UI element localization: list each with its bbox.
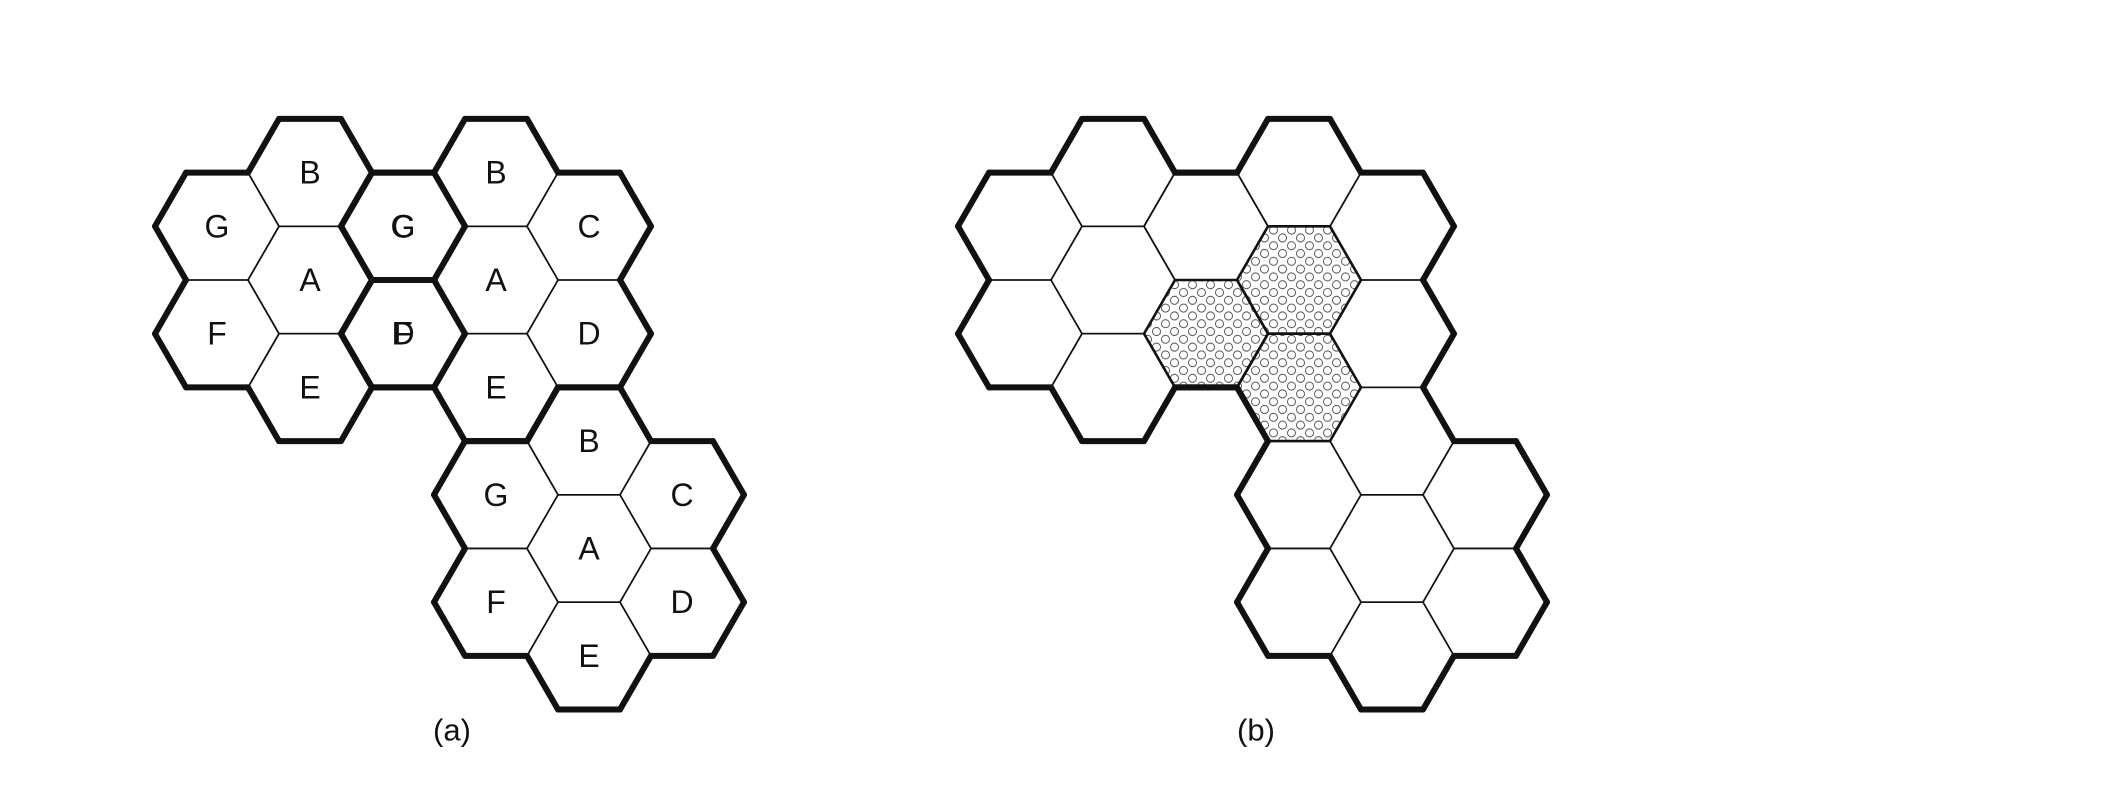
figure-a-caption: (a) bbox=[433, 713, 471, 748]
outer-border bbox=[617, 330, 654, 391]
cluster-border bbox=[431, 277, 468, 337]
outer-border bbox=[617, 169, 654, 230]
figure-b-outer-border bbox=[955, 115, 1550, 713]
outer-border bbox=[338, 115, 375, 176]
outer-border bbox=[1234, 599, 1271, 659]
outer-border bbox=[152, 223, 189, 283]
outer-border bbox=[1234, 491, 1271, 552]
cell-label: E bbox=[299, 369, 320, 405]
outer-border bbox=[431, 599, 468, 659]
cell-label: F bbox=[486, 584, 506, 620]
outer-border bbox=[524, 652, 561, 713]
outer-border bbox=[431, 115, 468, 176]
outer-border bbox=[710, 599, 747, 659]
outer-border bbox=[1420, 652, 1457, 713]
cell-label: A bbox=[299, 262, 321, 298]
cluster-border bbox=[338, 330, 375, 391]
outer-border bbox=[1420, 169, 1457, 230]
outer-border bbox=[245, 115, 282, 176]
cell-label: D bbox=[391, 316, 414, 352]
cluster-border bbox=[338, 277, 375, 337]
outer-border bbox=[431, 438, 468, 498]
outer-border bbox=[1420, 330, 1457, 391]
outer-border bbox=[152, 330, 189, 391]
outer-border bbox=[617, 277, 654, 337]
outer-border bbox=[1141, 384, 1178, 445]
outer-border bbox=[955, 330, 992, 391]
outer-border bbox=[524, 115, 561, 176]
cell-label: D bbox=[670, 584, 693, 620]
outer-border bbox=[1327, 115, 1364, 176]
subdivided-cell bbox=[1237, 226, 1361, 334]
outer-border bbox=[1513, 438, 1550, 498]
outer-border bbox=[1234, 545, 1271, 606]
outer-border bbox=[1513, 599, 1550, 659]
cell-label: G bbox=[484, 477, 509, 513]
outer-border bbox=[1141, 115, 1178, 176]
cluster-border bbox=[431, 223, 468, 283]
figure-b-subdivided-cells bbox=[1144, 226, 1361, 442]
cell-label: A bbox=[485, 262, 507, 298]
cell-label: C bbox=[670, 477, 693, 513]
cluster-border bbox=[524, 384, 561, 445]
figure-a-cluster-borders bbox=[152, 115, 747, 713]
outer-border bbox=[152, 169, 189, 230]
outer-border bbox=[710, 491, 747, 552]
outer-border bbox=[955, 277, 992, 337]
cell-label: C bbox=[577, 208, 600, 244]
outer-border bbox=[955, 169, 992, 230]
outer-border bbox=[338, 384, 375, 445]
outer-border bbox=[1513, 545, 1550, 606]
outer-border bbox=[710, 438, 747, 498]
outer-border bbox=[617, 652, 654, 713]
figure-b: (b) bbox=[955, 115, 1550, 748]
cell-label: E bbox=[485, 369, 506, 405]
outer-border bbox=[1513, 491, 1550, 552]
outer-border bbox=[431, 384, 468, 445]
figure-b-caption: (b) bbox=[1237, 713, 1275, 748]
outer-border bbox=[1420, 223, 1457, 283]
figure-a: A B C D E F G A B C D E F G A B C D E F G (a) bbox=[152, 115, 747, 748]
outer-border bbox=[1234, 438, 1271, 498]
figure-a-cell-labels: A B C D E F G A B C D E F G A B C D E F G bbox=[205, 155, 694, 674]
cell-label: D bbox=[577, 316, 600, 352]
outer-border bbox=[431, 545, 468, 606]
cell-label: A bbox=[578, 530, 600, 566]
outer-border bbox=[1420, 277, 1457, 337]
cell-label: C bbox=[391, 208, 414, 244]
cell-label: B bbox=[578, 423, 599, 459]
outer-border bbox=[710, 545, 747, 606]
outer-border bbox=[431, 491, 468, 552]
cluster-border bbox=[338, 169, 375, 230]
outer-border bbox=[1327, 652, 1364, 713]
cell-label: G bbox=[205, 208, 230, 244]
cluster-border bbox=[338, 223, 375, 283]
cluster-border bbox=[431, 169, 468, 230]
cell-label: E bbox=[578, 638, 599, 674]
cell-label: F bbox=[207, 316, 227, 352]
outer-border bbox=[1234, 384, 1271, 445]
cell-label: B bbox=[299, 155, 320, 191]
subdivided-cell bbox=[1237, 333, 1361, 442]
cell-label: B bbox=[485, 155, 506, 191]
outer-border bbox=[1048, 115, 1085, 176]
outer-border bbox=[955, 223, 992, 283]
outer-border bbox=[152, 277, 189, 337]
outer-border bbox=[617, 384, 654, 445]
cell-label: F bbox=[393, 316, 413, 352]
cell-label: G bbox=[391, 208, 416, 244]
outer-border bbox=[1048, 384, 1085, 445]
cluster-border bbox=[431, 330, 468, 391]
outer-border bbox=[1234, 115, 1271, 176]
outer-border bbox=[617, 223, 654, 283]
outer-border bbox=[245, 384, 282, 445]
outer-border bbox=[1420, 384, 1457, 445]
hex-cell bbox=[1329, 493, 1455, 603]
subdivided-cell bbox=[1144, 280, 1268, 388]
